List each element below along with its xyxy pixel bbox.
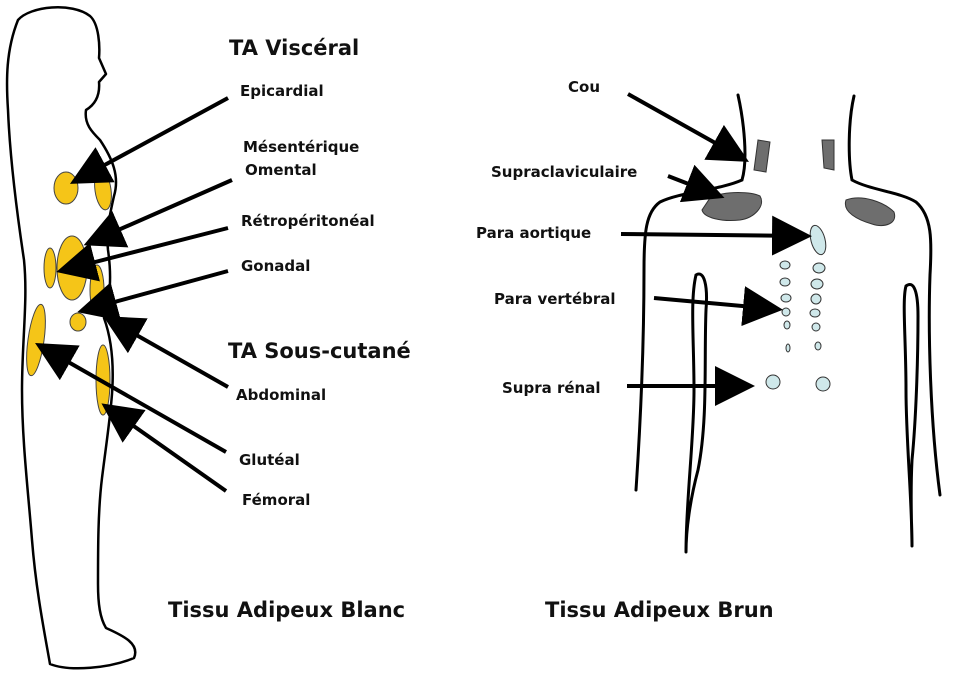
brown-fat-neck-left <box>754 140 770 172</box>
fat-depot-gluteal <box>23 303 49 377</box>
label-omental: Omental <box>245 161 317 179</box>
caption-white-adipose: Tissu Adipeux Blanc <box>168 598 405 622</box>
beige-fat-paravertebral <box>811 294 821 304</box>
label-gonadal: Gonadal <box>241 257 310 275</box>
brown-fat-neck-right <box>822 140 834 170</box>
arrow-abdominal <box>110 320 228 387</box>
brown-fat-supraclavicular-left <box>702 193 762 221</box>
beige-fat-paravertebral <box>780 261 790 269</box>
back-outline-arm-right <box>904 284 918 546</box>
label-paravertebral: Para vertébral <box>494 290 616 308</box>
label-abdominal: Abdominal <box>236 386 326 404</box>
fat-depot-visceral-left <box>44 248 56 288</box>
arrow-retroperitoneal <box>64 228 228 270</box>
label-retroperitoneal: Rétropéritonéal <box>241 212 375 230</box>
arrow-para-aortic <box>621 234 804 236</box>
heading-visceral: TA Viscéral <box>229 36 359 60</box>
back-outline-arm-left <box>686 274 707 552</box>
label-para-aortic: Para aortique <box>476 224 591 242</box>
body-outline-side-view <box>7 7 135 668</box>
beige-fat-paravertebral <box>780 278 790 286</box>
heading-subcutaneous: TA Sous-cutané <box>228 339 411 363</box>
beige-fat-paravertebral <box>786 344 790 352</box>
label-gluteal: Glutéal <box>239 451 300 469</box>
beige-fat-suprarenal-right <box>816 377 830 391</box>
beige-fat-paravertebral <box>782 308 790 316</box>
fat-depot-epicardial <box>54 172 78 204</box>
arrow-neck <box>628 94 742 158</box>
beige-fat-paravertebral <box>815 342 821 350</box>
beige-fat-para-aortic <box>807 224 828 257</box>
label-supraclavicular: Supraclaviculaire <box>491 163 637 181</box>
label-suprarenal: Supra rénal <box>502 379 600 397</box>
beige-fat-paravertebral <box>784 321 790 329</box>
arrow-gonadal <box>85 271 228 310</box>
beige-fat-paravertebral <box>810 309 820 317</box>
beige-fat-paravertebral <box>811 279 823 289</box>
label-neck: Cou <box>568 78 600 96</box>
beige-fat-paravertebral <box>813 263 825 273</box>
beige-fat-paravertebral <box>812 323 820 331</box>
label-mesenteric: Mésentérique <box>243 138 359 156</box>
brown-fat-supraclavicular-right <box>845 198 894 226</box>
fat-depot-gonadal <box>70 313 86 331</box>
beige-fat-suprarenal-left <box>766 375 780 389</box>
arrow-gluteal <box>42 347 226 452</box>
arrow-paravertebral <box>654 298 775 309</box>
back-outline-neck-left <box>636 95 745 490</box>
label-femoral: Fémoral <box>242 491 310 509</box>
fat-depot-epicardial-2 <box>92 169 113 211</box>
caption-brown-adipose: Tissu Adipeux Brun <box>545 598 774 622</box>
beige-fat-paravertebral <box>781 294 791 302</box>
back-outline-neck-right <box>849 96 940 495</box>
label-epicardial: Epicardial <box>240 82 324 100</box>
